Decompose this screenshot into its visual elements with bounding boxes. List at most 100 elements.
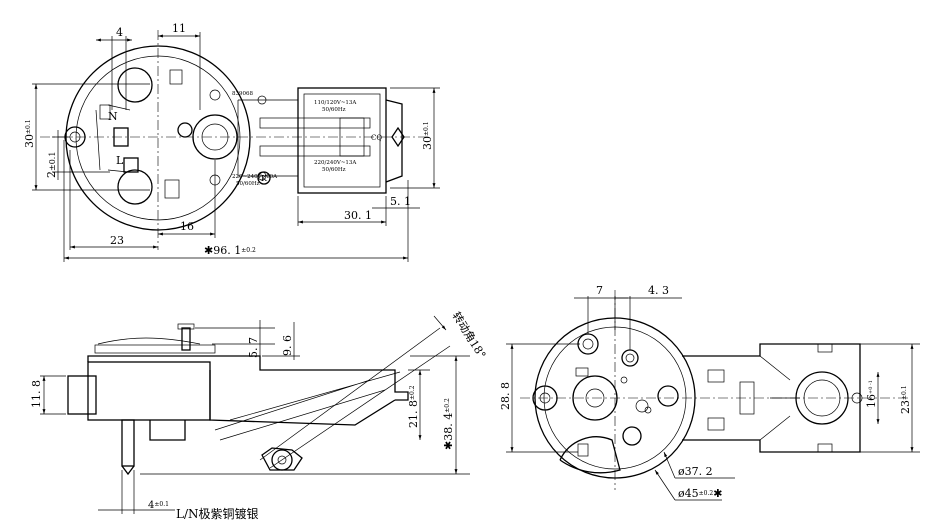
top-slot-2 [164, 179, 180, 199]
top-contact-n [113, 127, 129, 147]
top-rating-110: 110/120V~13A [314, 100, 357, 106]
switch-bracket [237, 99, 298, 177]
dim-30-left: 30±0.1 [23, 119, 36, 148]
top-screw-1 [209, 89, 221, 101]
side-dim-4: 4±0.1 [148, 500, 169, 511]
switch-lever [259, 117, 371, 129]
top-slot-1 [99, 104, 111, 120]
bottom-end-cup [795, 371, 849, 425]
top-rating-220-hz: 50/60Hz [322, 167, 346, 173]
top-mark-cq: CQ [371, 134, 382, 142]
bottom-mount-ear [532, 385, 558, 411]
side-spring [97, 337, 201, 345]
top-label-l: L [116, 154, 124, 167]
bottom-view: 7 4. 3 28. 8 16+0 -1 23±0.1 ø37. 2 ø45±0… [499, 284, 920, 501]
dim-2: 2±0.1 [45, 152, 58, 178]
bottom-housing-ribs [759, 355, 800, 441]
dim-4: 4 [116, 26, 123, 39]
side-lever-lines [214, 371, 401, 441]
bottom-dim-16: 16+0 -1 [865, 380, 878, 408]
bottom-small-hole-2 [644, 406, 652, 414]
bottom-slot-1 [575, 367, 589, 377]
bottom-dim-23: 23±0.1 [899, 385, 912, 414]
top-pin-lower [117, 169, 153, 205]
bottom-housing-slot-3 [739, 381, 755, 415]
side-hinge-wing [261, 447, 303, 471]
switch-housing [297, 87, 387, 194]
bottom-pin-left-inner [625, 353, 635, 363]
top-pin-upper [117, 67, 153, 103]
switch-diamond [391, 126, 405, 148]
side-rotation-leader [433, 315, 447, 331]
side-body [87, 361, 211, 421]
side-stud [181, 327, 191, 351]
side-dim-11-8: 11. 8 [30, 380, 43, 408]
side-view: 11. 8 5. 7 9. 6 21. 8±0.2 ✱38. 4±0.2 转动角… [30, 309, 489, 521]
side-lever-arm-2 [269, 345, 451, 469]
bottom-hole-right-inner [635, 399, 649, 413]
side-plate [94, 344, 216, 354]
bottom-housing-slot-2 [707, 417, 725, 431]
bottom-dia-37-leader [663, 451, 676, 479]
switch-center-block [339, 117, 365, 157]
bottom-slot-2 [577, 443, 589, 457]
top-slot-3 [169, 69, 183, 85]
dim-30-1: 30. 1 [344, 209, 372, 222]
side-base [67, 375, 97, 415]
bottom-center-socket [572, 375, 618, 421]
side-dim-5-7: 5. 7 [247, 337, 260, 358]
side-dim-9-6: 9. 6 [281, 335, 294, 356]
dim-30-right: 30±0.1 [421, 121, 434, 150]
switch-housing-inner [303, 93, 381, 188]
switch-screw [257, 95, 267, 105]
bottom-end-cup-inner [803, 379, 841, 417]
side-dim-38-4: ✱38. 4±0.2 [442, 398, 455, 450]
top-center-boss-inner [201, 123, 229, 151]
side-top-deck [87, 355, 409, 401]
dim-11: 11 [172, 22, 186, 35]
bottom-dim-7: 7 [596, 284, 603, 297]
bottom-pin-left [621, 349, 639, 367]
bottom-dia-37-2: ø37. 2 [678, 465, 713, 478]
dim-16: 16 [180, 220, 194, 233]
bottom-end-tab-2 [817, 443, 833, 453]
top-mark-circle [257, 171, 271, 185]
side-pin-tip [121, 465, 135, 476]
side-stud-cap [177, 323, 195, 330]
top-rating-bottom: 220~240V~10A [232, 174, 278, 180]
top-rating-bottom-hz: 50/60Hz [236, 181, 260, 187]
side-material-note: L/N极紫铜镀银 [176, 506, 259, 521]
top-mark-k: K [261, 174, 268, 183]
top-center-boss [192, 114, 238, 160]
top-rating-110-hz: 50/60Hz [322, 107, 346, 113]
side-switch-body [209, 370, 396, 426]
bottom-center-socket-inner [585, 388, 605, 408]
bottom-dia-45: ø45±0.2✱ [678, 487, 722, 500]
bottom-post-top [577, 333, 599, 355]
top-small-hole [177, 122, 193, 138]
side-lower-block [149, 420, 186, 441]
bottom-mount-ear-inner [539, 392, 551, 404]
side-hinge-inner [277, 455, 287, 465]
top-rating-220: 220/240V~13A [314, 160, 357, 166]
top-view: N L 839068 110/120V~13A 50/60Hz 220/240V… [23, 22, 440, 262]
top-code: 839068 [232, 91, 253, 97]
bottom-dim-28-8: 28. 8 [499, 382, 512, 410]
bottom-housing-slot-1 [707, 369, 725, 383]
bottom-dia-45-leader [654, 469, 676, 501]
bottom-pin-lower [622, 426, 642, 446]
bottom-small-hole [620, 376, 628, 384]
bottom-housing [682, 343, 861, 453]
side-lever-arm [259, 327, 441, 461]
bottom-lower-tab [559, 436, 621, 474]
top-label-n: N [108, 110, 118, 123]
side-rotation-note: 转动角18° [449, 309, 489, 361]
top-contact-l [123, 157, 139, 173]
bottom-end-screw [851, 392, 863, 404]
dim-96: ✱96. 1±0.2 [204, 244, 256, 257]
side-pin [121, 419, 135, 467]
dim-5-1: 5. 1 [390, 195, 411, 208]
bottom-end-tab-1 [817, 343, 833, 353]
side-dim-21-8: 21. 8±0.2 [407, 385, 420, 428]
